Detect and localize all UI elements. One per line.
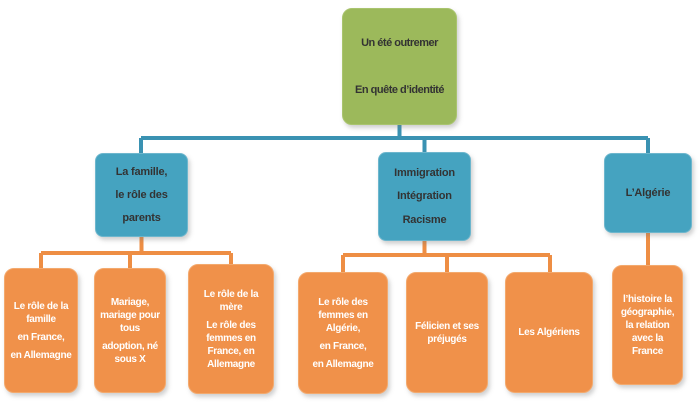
root-to-branches-connector (139, 123, 650, 155)
immigration-children-connector (341, 239, 552, 274)
node-root-title: Un été outremer En quête d’identité (342, 8, 457, 125)
text-line: en France, (17, 331, 65, 343)
node-leaf-les-algeriens: Les Algériens (505, 272, 593, 393)
text-line: l’histoire la géographie, la relation av… (620, 293, 675, 357)
famille-children-connector (39, 235, 233, 270)
text-line: En quête d’identité (355, 83, 444, 96)
node-leaf-role-mere: Le rôle de la mère Le rôle des femmes en … (188, 264, 274, 394)
node-branch-algerie: L’Algérie (604, 153, 692, 233)
text-line: Le rôle des femmes en France, en Allemag… (206, 319, 256, 370)
text-line: en Allemagne (10, 349, 72, 361)
text-line: La famille, (115, 165, 168, 178)
text-line: Le rôle de la mère (203, 288, 259, 313)
text-line: Racisme (402, 213, 447, 226)
text-line: Un été outremer (361, 37, 438, 50)
text-line: Félicien et ses préjugés (415, 320, 479, 345)
text-line: le rôle des (115, 188, 168, 201)
node-leaf-role-famille: Le rôle de la famille en France, en Allema… (4, 268, 78, 393)
text-line: L’Algérie (625, 186, 671, 199)
text-line: Les Algériens (518, 327, 580, 338)
node-leaf-mariage: Mariage, mariage pour tous adoption, né s… (94, 268, 166, 393)
text-line: Immigration (394, 167, 455, 180)
node-branch-famille: La famille, le rôle des parents (95, 153, 188, 237)
text-line: Le rôle des femmes en Algérie, (318, 296, 368, 334)
text-line: Intégration (397, 190, 452, 203)
node-leaf-felicien-prejuges: Félicien et ses préjugés (406, 272, 488, 393)
node-leaf-role-femmes-algerie: Le rôle des femmes en Algérie, en France,… (298, 272, 388, 394)
text-line: adoption, né sous X (102, 340, 158, 365)
text-line: Mariage, mariage pour tous (100, 296, 160, 334)
node-leaf-histoire-geographie: l’histoire la géographie, la relation av… (612, 265, 683, 385)
text-line: parents (122, 212, 161, 225)
text-line: en Allemagne (312, 358, 374, 370)
text-line: en France, (319, 340, 367, 352)
text-line: Le rôle de la famille (13, 300, 69, 325)
